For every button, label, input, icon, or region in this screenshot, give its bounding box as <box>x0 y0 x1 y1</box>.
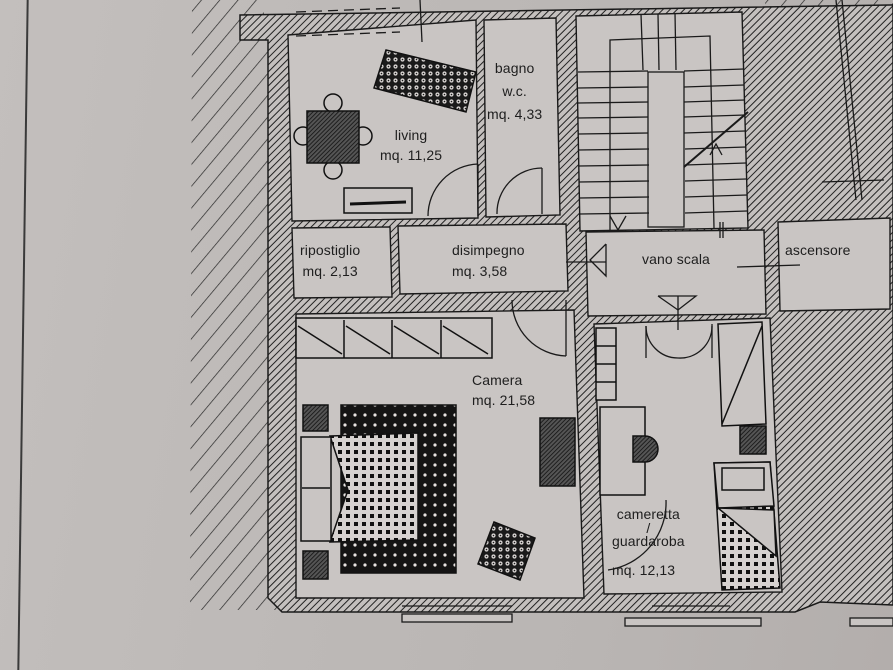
room-label-bagno: bagno w.c. mq. 4,33 <box>487 60 542 123</box>
furniture <box>293 49 781 591</box>
room-name: Camera <box>472 372 523 388</box>
room-name: ripostiglio <box>300 242 361 258</box>
room-name: ascensore <box>785 242 851 258</box>
room-name: disimpegno <box>452 242 525 258</box>
room-area: mq. 2,13 <box>302 263 358 279</box>
room-label-disimpegno: disimpegno mq. 3,58 <box>452 242 525 280</box>
room-sep: / <box>646 520 651 536</box>
room-name: bagno <box>494 60 535 76</box>
room-area: mq. 11,25 <box>380 147 443 163</box>
room-sub: w.c. <box>502 83 527 99</box>
room-name: living <box>394 127 428 143</box>
window-sills <box>401 605 893 627</box>
room-label-vano-scala: vano scala <box>642 251 710 268</box>
staircase <box>577 12 749 238</box>
room-label-cameretta: cameretta / guardaroba mq. 12,13 <box>612 506 685 579</box>
room-label-living: living mq. 11,25 <box>380 127 442 164</box>
left-external-hatch <box>190 0 278 610</box>
room-name: vano scala <box>642 251 710 267</box>
right-duct-lines <box>821 0 885 201</box>
room-label-camera: Camera mq. 21,58 <box>472 372 535 409</box>
room-label-ascensore: ascensore <box>785 242 851 259</box>
room-area: mq. 21,58 <box>472 392 536 408</box>
room-name: cameretta <box>616 506 680 522</box>
door-swings <box>295 0 801 571</box>
room-area: mq. 12,13 <box>612 562 676 578</box>
room-area: mq. 4,33 <box>487 106 543 122</box>
room-label-ripostiglio: ripostiglio mq. 2,13 <box>300 242 360 280</box>
room-name-2: guardaroba <box>612 533 685 549</box>
room-area: mq. 3,58 <box>452 263 508 279</box>
